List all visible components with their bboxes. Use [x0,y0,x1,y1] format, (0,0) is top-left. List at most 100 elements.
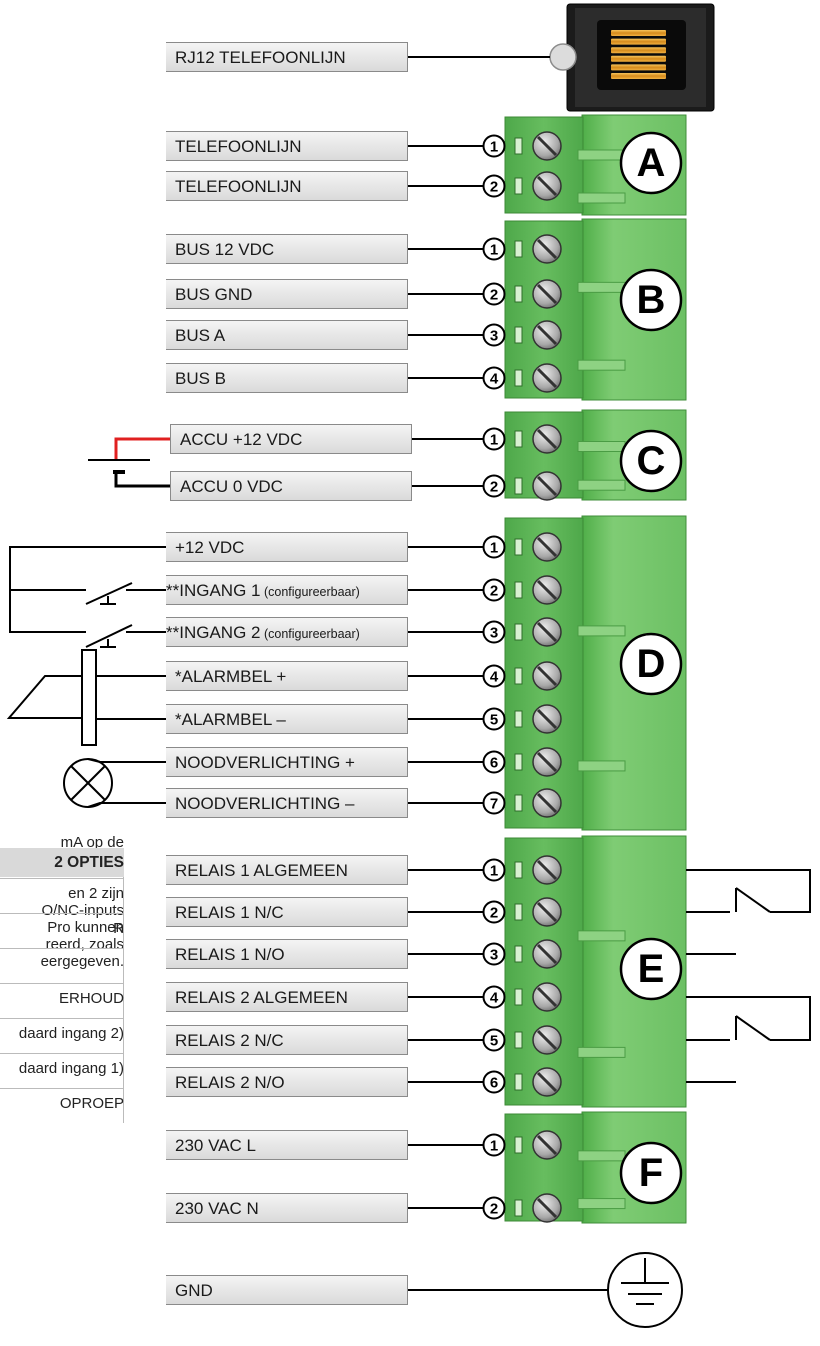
screw-slot [536,135,558,157]
terminal-number: 5 [490,712,498,729]
terminal-number-badge [482,791,506,815]
screw-slot [536,283,558,305]
screw-icon [532,788,562,818]
label-C2-text: ACCU 0 VDC [180,477,283,496]
block-letter-circle [619,1141,683,1205]
terminal-number: 1 [490,540,498,557]
terminal-number-badge [482,578,506,602]
screw-slot [536,943,558,965]
battery-wire-minus [114,472,170,488]
label-E1-text: RELAIS 1 ALGEMEEN [175,861,348,880]
screw-icon [532,279,562,309]
options-row: daard ingang 1) [0,1053,124,1082]
connector-latch [577,359,626,371]
label-B4-text: BUS B [175,369,227,388]
label-F2-text: 230 VAC N [175,1199,259,1218]
label-C1: ACCU +12 VDC [170,424,412,454]
terminal-number: 2 [490,583,498,600]
terminal-slot [514,1031,523,1049]
rj12-plug-circle [549,43,577,71]
screw-slot [536,665,558,687]
terminal-number-badge [482,1028,506,1052]
terminal-slot [514,538,523,556]
connector-latch [577,760,626,772]
block-letter-A: A [619,131,683,195]
rj12-contact [611,64,666,71]
connector-latch [577,625,626,637]
label-E2-text: RELAIS 1 N/C [175,903,284,922]
label-D2-subtext: (configureerbaar) [260,585,360,599]
terminal-slot [514,753,523,771]
relay1-contact [735,887,771,913]
terminal-number-badge [482,858,506,882]
label-C2: ACCU 0 VDC [170,471,412,501]
terminal-slot [514,240,523,258]
block-letter-B: B [619,268,683,332]
label-B1: BUS 12 VDC [166,234,408,264]
terminal-number-badge [482,174,506,198]
screw-icon [532,617,562,647]
label-B2-text: BUS GND [175,285,253,304]
block-letter-D: D [619,632,683,696]
options-row [0,948,124,977]
terminal-slot [514,369,523,387]
connector-latch [577,479,626,491]
terminal-number-badge [482,985,506,1009]
block-letter-text: D [637,642,666,686]
block-letter-F: F [619,1141,683,1205]
terminal-slot [514,945,523,963]
screw-slot [536,238,558,260]
ground-circle [607,1252,683,1328]
terminal-number-badge [482,1070,506,1094]
options-row: ERHOUD [0,983,124,1012]
terminal-number-badge [482,620,506,644]
block-letter-text: F [639,1151,663,1195]
label-D2: **INGANG 1 (configureerbaar) [166,575,408,605]
rj12-contact [611,30,666,36]
connector-latch [577,149,626,161]
block-letter-circle [619,429,683,493]
screw-icon [532,897,562,927]
terminal-number: 2 [490,479,498,496]
screw-slot [536,621,558,643]
terminal-slot [514,794,523,812]
label-B4: BUS B [166,363,408,393]
screw-slot [536,859,558,881]
label-B2: BUS GND [166,279,408,309]
terminal-number-badge [482,282,506,306]
connector-latch [577,281,626,293]
rj12-contact [611,47,666,54]
terminal-number: 4 [490,669,499,686]
label-D3-subtext: (configureerbaar) [260,627,360,641]
terminal-slot [514,861,523,879]
label-rj12: RJ12 TELEFOONLIJN [166,42,408,72]
connector-latch [577,1046,626,1058]
terminal-number-badge [482,474,506,498]
label-D7-text: NOODVERLICHTING – [175,794,355,813]
connector-latch [577,1198,626,1210]
block-letter-C: C [619,429,683,493]
terminal-slot [514,623,523,641]
note-line: en 2 zijn [68,885,124,902]
screw-slot [536,324,558,346]
screw-icon [532,982,562,1012]
screw-icon [532,1067,562,1097]
label-D3: **INGANG 2 (configureerbaar) [166,617,408,647]
terminal-slot [514,177,523,195]
lamp-icon [63,758,166,808]
connector-latch [577,1150,626,1162]
label-F1: 230 VAC L [166,1130,408,1160]
screw-slot [536,536,558,558]
label-E3: RELAIS 1 N/O [166,939,408,969]
screw-icon [532,471,562,501]
terminal-number-badge [482,366,506,390]
terminal-number: 2 [490,287,498,304]
label-A1-text: TELEFOONLIJN [175,137,302,156]
screw-icon [532,1130,562,1160]
terminal-slot [514,1199,523,1217]
options-row [0,878,124,907]
screw-slot [536,1029,558,1051]
terminal-number-badge [482,707,506,731]
